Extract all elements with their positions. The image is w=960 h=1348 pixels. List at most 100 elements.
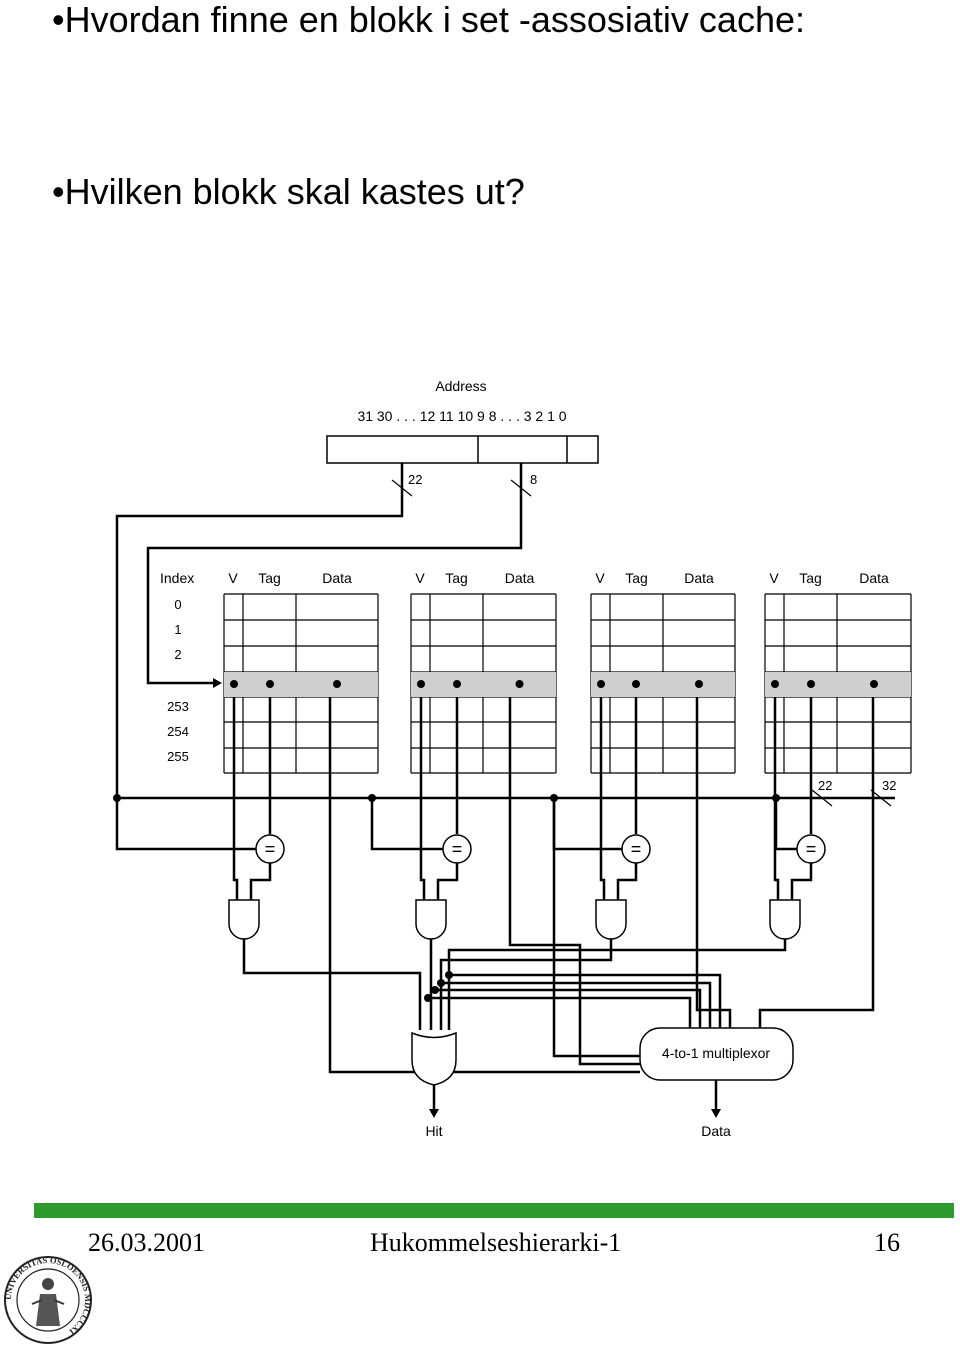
valid-wire bbox=[419, 684, 426, 900]
and-gate bbox=[595, 899, 627, 940]
valid-tap bbox=[771, 680, 779, 688]
data-tap bbox=[870, 680, 878, 688]
col-tag-header: Tag bbox=[258, 570, 281, 586]
bullet-mark: • bbox=[52, 171, 65, 212]
page-number: 16 bbox=[874, 1228, 900, 1257]
col-v-header: V bbox=[228, 570, 238, 586]
compare-out-wire bbox=[616, 863, 638, 900]
address-to-compare-wire bbox=[115, 798, 256, 851]
data-wire bbox=[695, 684, 732, 1030]
select-tap bbox=[445, 971, 453, 979]
col-tag-header: Tag bbox=[445, 570, 468, 586]
address-tag-tap bbox=[368, 794, 376, 802]
comparator bbox=[255, 834, 285, 864]
valid-wire bbox=[773, 684, 780, 900]
selected-row bbox=[411, 672, 556, 697]
comparator bbox=[442, 834, 472, 864]
comparator-symbol: = bbox=[631, 839, 642, 859]
bus-width-mark bbox=[870, 789, 892, 807]
address-bits: 31 30 . . . 12 11 10 9 8 . . . 3 2 1 0 bbox=[357, 408, 566, 424]
cache-diagram: Address 31 30 . . . 12 11 10 9 8 . . . 3 … bbox=[113, 378, 912, 1139]
col-v-header: V bbox=[769, 570, 779, 586]
multiplexor bbox=[639, 1027, 794, 1081]
data-tap bbox=[333, 680, 341, 688]
data-tap bbox=[515, 680, 524, 688]
index-arrow bbox=[213, 678, 222, 688]
comparator-symbol: = bbox=[265, 839, 276, 859]
or-gate bbox=[411, 1031, 457, 1086]
hit-label: Hit bbox=[425, 1123, 442, 1139]
bullet-1-text: Hvordan finne en blokk i set -assosiativ… bbox=[64, 0, 805, 40]
footer-title: Hukommelseshierarki-1 bbox=[370, 1228, 622, 1257]
index-width-label: 8 bbox=[530, 472, 537, 487]
bus-width-mark bbox=[391, 479, 413, 497]
comparator bbox=[621, 834, 651, 864]
compare-out-wire bbox=[436, 863, 459, 900]
bullet-2: •Hvilken blokk skal kastes ut? bbox=[52, 174, 525, 210]
data-arrow bbox=[711, 1109, 721, 1118]
data-tap bbox=[695, 680, 703, 688]
select-wire bbox=[435, 988, 702, 1030]
address-to-compare-wire bbox=[552, 798, 622, 851]
select-tap bbox=[431, 986, 439, 994]
col-v-header: V bbox=[415, 570, 425, 586]
tag-bus-wire bbox=[115, 463, 895, 800]
address-to-compare-wire bbox=[370, 798, 443, 851]
row-index: 2 bbox=[174, 647, 181, 662]
data-wire bbox=[758, 684, 875, 1030]
col-tag-header: Tag bbox=[799, 570, 822, 586]
valid-wire bbox=[599, 684, 606, 900]
tag-tap bbox=[266, 680, 274, 688]
col-data-header: Data bbox=[859, 570, 889, 586]
comparator-symbol: = bbox=[806, 839, 817, 859]
row-index: 254 bbox=[167, 724, 189, 739]
and-out-wire bbox=[242, 939, 422, 1030]
col-data-header: Data bbox=[505, 570, 535, 586]
and-gate bbox=[769, 899, 801, 940]
tag-tap bbox=[632, 680, 640, 688]
and-gate bbox=[228, 899, 260, 940]
bus-width-mark bbox=[811, 789, 833, 807]
selected-row bbox=[224, 672, 378, 697]
valid-wire bbox=[232, 684, 239, 900]
bullet-1: •Hvordan finne en blokk i set -assosiati… bbox=[52, 2, 805, 38]
select-wire bbox=[428, 996, 692, 1030]
comparator bbox=[796, 834, 826, 864]
bus-tag-width-label: 22 bbox=[818, 778, 832, 793]
compare-out-wire bbox=[249, 863, 272, 900]
tag-tap bbox=[453, 680, 461, 688]
tag-tap bbox=[807, 680, 815, 688]
valid-tap bbox=[230, 680, 238, 688]
compare-out-wire bbox=[790, 863, 813, 900]
address-tag-tap bbox=[772, 794, 780, 802]
university-seal-icon: UNIVERSITAS OSLOENSIS MDCCCXI bbox=[3, 1255, 93, 1344]
data-wire bbox=[552, 798, 640, 1058]
footer-date: 26.03.2001 bbox=[88, 1228, 205, 1257]
tag-width-label: 22 bbox=[408, 472, 422, 487]
hit-arrow bbox=[429, 1109, 439, 1118]
row-index: 253 bbox=[167, 699, 189, 714]
address-to-compare-wire bbox=[774, 798, 797, 851]
select-tap bbox=[437, 979, 445, 987]
address-label: Address bbox=[435, 378, 486, 394]
bullet-2-text: Hvilken blokk skal kastes ut? bbox=[64, 171, 525, 212]
address-tag-tap bbox=[113, 794, 121, 802]
col-v-header: V bbox=[595, 570, 605, 586]
data-wire bbox=[508, 684, 640, 1066]
bullet-mark: • bbox=[52, 0, 65, 40]
bus-width-mark bbox=[510, 479, 532, 497]
select-wire bbox=[441, 981, 712, 1030]
address-register bbox=[326, 435, 599, 464]
data-wire bbox=[328, 684, 640, 1074]
valid-tap bbox=[597, 680, 605, 688]
comparator-symbol: = bbox=[452, 839, 463, 859]
col-data-header: Data bbox=[684, 570, 714, 586]
row-index: 255 bbox=[167, 749, 189, 764]
row-index: 1 bbox=[174, 622, 181, 637]
selected-row bbox=[591, 672, 735, 697]
index-wire bbox=[146, 463, 523, 685]
and-out-wire bbox=[447, 939, 787, 1030]
selected-row bbox=[765, 672, 911, 697]
select-wire bbox=[449, 973, 722, 1030]
row-index: 0 bbox=[174, 597, 181, 612]
